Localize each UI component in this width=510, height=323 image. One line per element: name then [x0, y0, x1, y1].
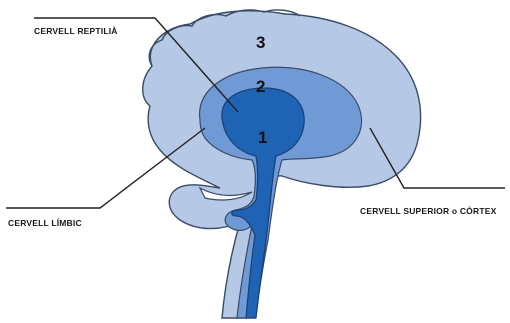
label-reptilian-brain: CERVELL REPTILIÀ: [34, 26, 118, 36]
label-limbic-brain: CERVELL LÍMBIC: [8, 218, 82, 228]
region-2-number: 2: [256, 77, 265, 96]
cortex-layer: [143, 11, 421, 318]
region-1-number: 1: [258, 128, 267, 147]
region-3-number: 3: [256, 33, 265, 52]
label-cortex-brain: CERVELL SUPERIOR o CÒRTEX: [360, 206, 496, 216]
